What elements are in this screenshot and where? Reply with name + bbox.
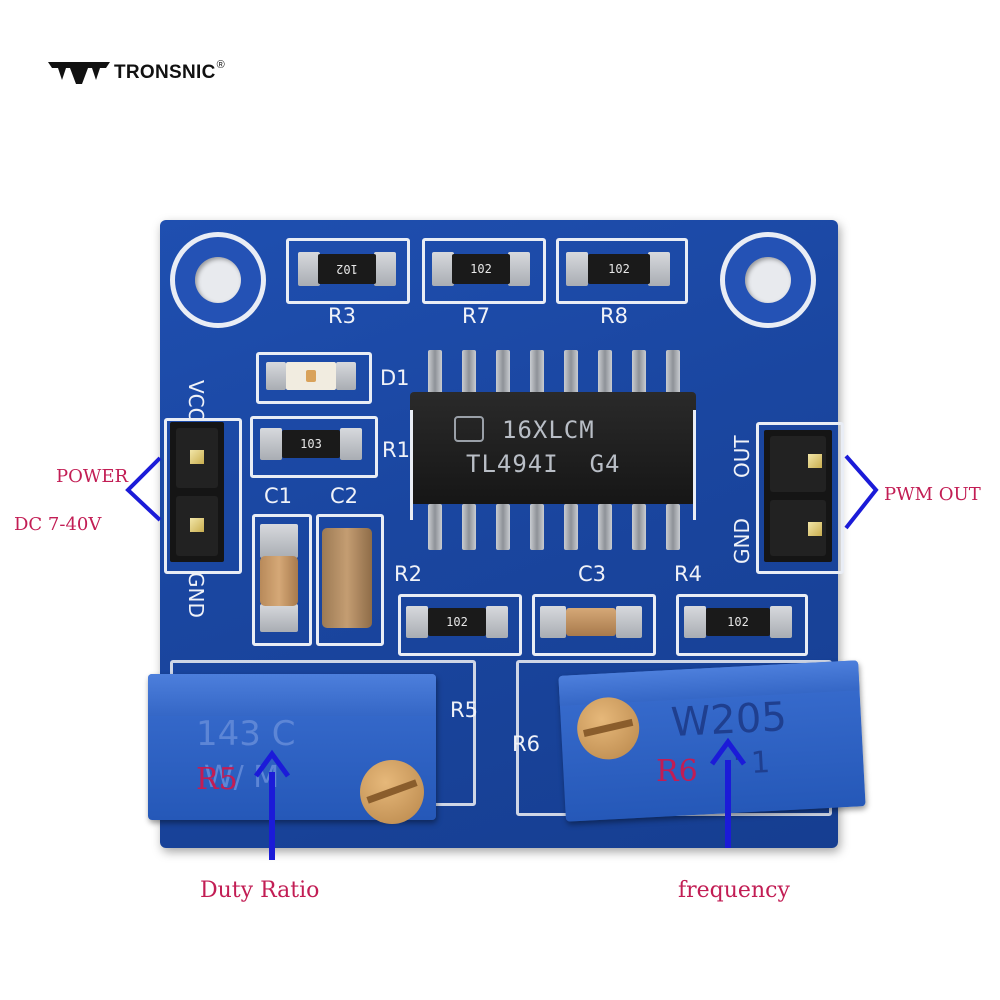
label-c3: C3 [578,562,607,586]
resistor-r4: 102 [706,608,770,636]
annotation-r6: R6 [656,754,698,789]
pwm-out-pin[interactable] [808,454,822,468]
capacitor-c3 [566,608,616,636]
led-d1 [286,362,336,390]
trimmer-r5-marking-line2: W/ M [204,760,280,795]
trimmer-r5-marking-line1: 143 C [196,714,296,754]
d1-outline [256,352,372,404]
vcc-pin[interactable] [190,450,204,464]
trimmer-r5[interactable]: 143 C W/ M [148,674,436,824]
capacitor-c1 [260,556,298,606]
resistor-r1: 103 [282,430,340,458]
c3-outline [532,594,656,656]
resistor-r2: 102 [428,608,486,636]
label-r1: R1 [382,438,410,462]
ic-outline [410,410,696,520]
annotation-frequency: frequency [678,878,790,903]
resistor-r8-code: 102 [608,262,630,276]
mounting-hole-right [720,232,816,328]
chip-marking-line2: TL494I G4 [466,450,621,478]
r2-outline [398,594,522,656]
r8-outline [556,238,688,304]
label-c1: C1 [264,484,293,508]
power-bracket [125,456,162,522]
label-r2: R2 [394,562,422,586]
trimmer-r5-screw[interactable] [360,760,424,824]
label-r3: R3 [328,304,356,328]
resistor-r4-code: 102 [727,615,749,629]
tronsnic-logo-icon [48,62,110,84]
gnd-pin-right[interactable] [808,522,822,536]
c1-outline [252,514,312,646]
label-c2: C2 [330,484,359,508]
annotation-r5: R5 [196,762,238,797]
annotation-power: POWER [56,466,129,487]
ti-logo-icon [454,416,484,442]
resistor-r2-code: 102 [446,615,468,629]
pwm-out-bracket [844,454,879,530]
label-d1: D1 [380,366,410,390]
annotation-dc-range: DC 7-40V [14,514,102,535]
r3-outline [286,238,410,304]
brand-name: TRONSNIC [114,62,216,83]
tl494-chip: 16XLCM TL494I G4 [410,392,696,504]
annotation-pwm-out: PWM OUT [884,484,981,505]
registered-mark: ® [216,59,225,71]
label-r8: R8 [600,304,628,328]
c2-outline [316,514,384,646]
resistor-r7: 102 [452,254,510,284]
label-r7: R7 [462,304,490,328]
freq-arrow-head [709,737,747,766]
ic-pins-top [422,350,692,400]
r7-outline [422,238,546,304]
power-header-outline [164,418,242,574]
pwm-header-outline [756,422,844,574]
annotation-duty-ratio: Duty Ratio [200,878,320,903]
duty-arrow-head [253,749,291,778]
label-r4: R4 [674,562,702,586]
gnd-pin-left[interactable] [190,518,204,532]
resistor-r1-code: 103 [300,437,322,451]
ic-pins-bottom [422,500,692,552]
brand-logo: TRONSNIC ® [48,58,225,88]
power-header [170,422,224,562]
pwm-header [764,430,832,562]
capacitor-c2 [322,528,372,628]
r1-outline [250,416,378,478]
r4-outline [676,594,808,656]
label-r5: R5 [450,698,478,722]
label-r6: R6 [512,732,540,756]
resistor-r7-code: 102 [470,262,492,276]
mounting-hole-left [170,232,266,328]
chip-marking-line1: 16XLCM [502,416,595,444]
resistor-r8: 102 [588,254,650,284]
